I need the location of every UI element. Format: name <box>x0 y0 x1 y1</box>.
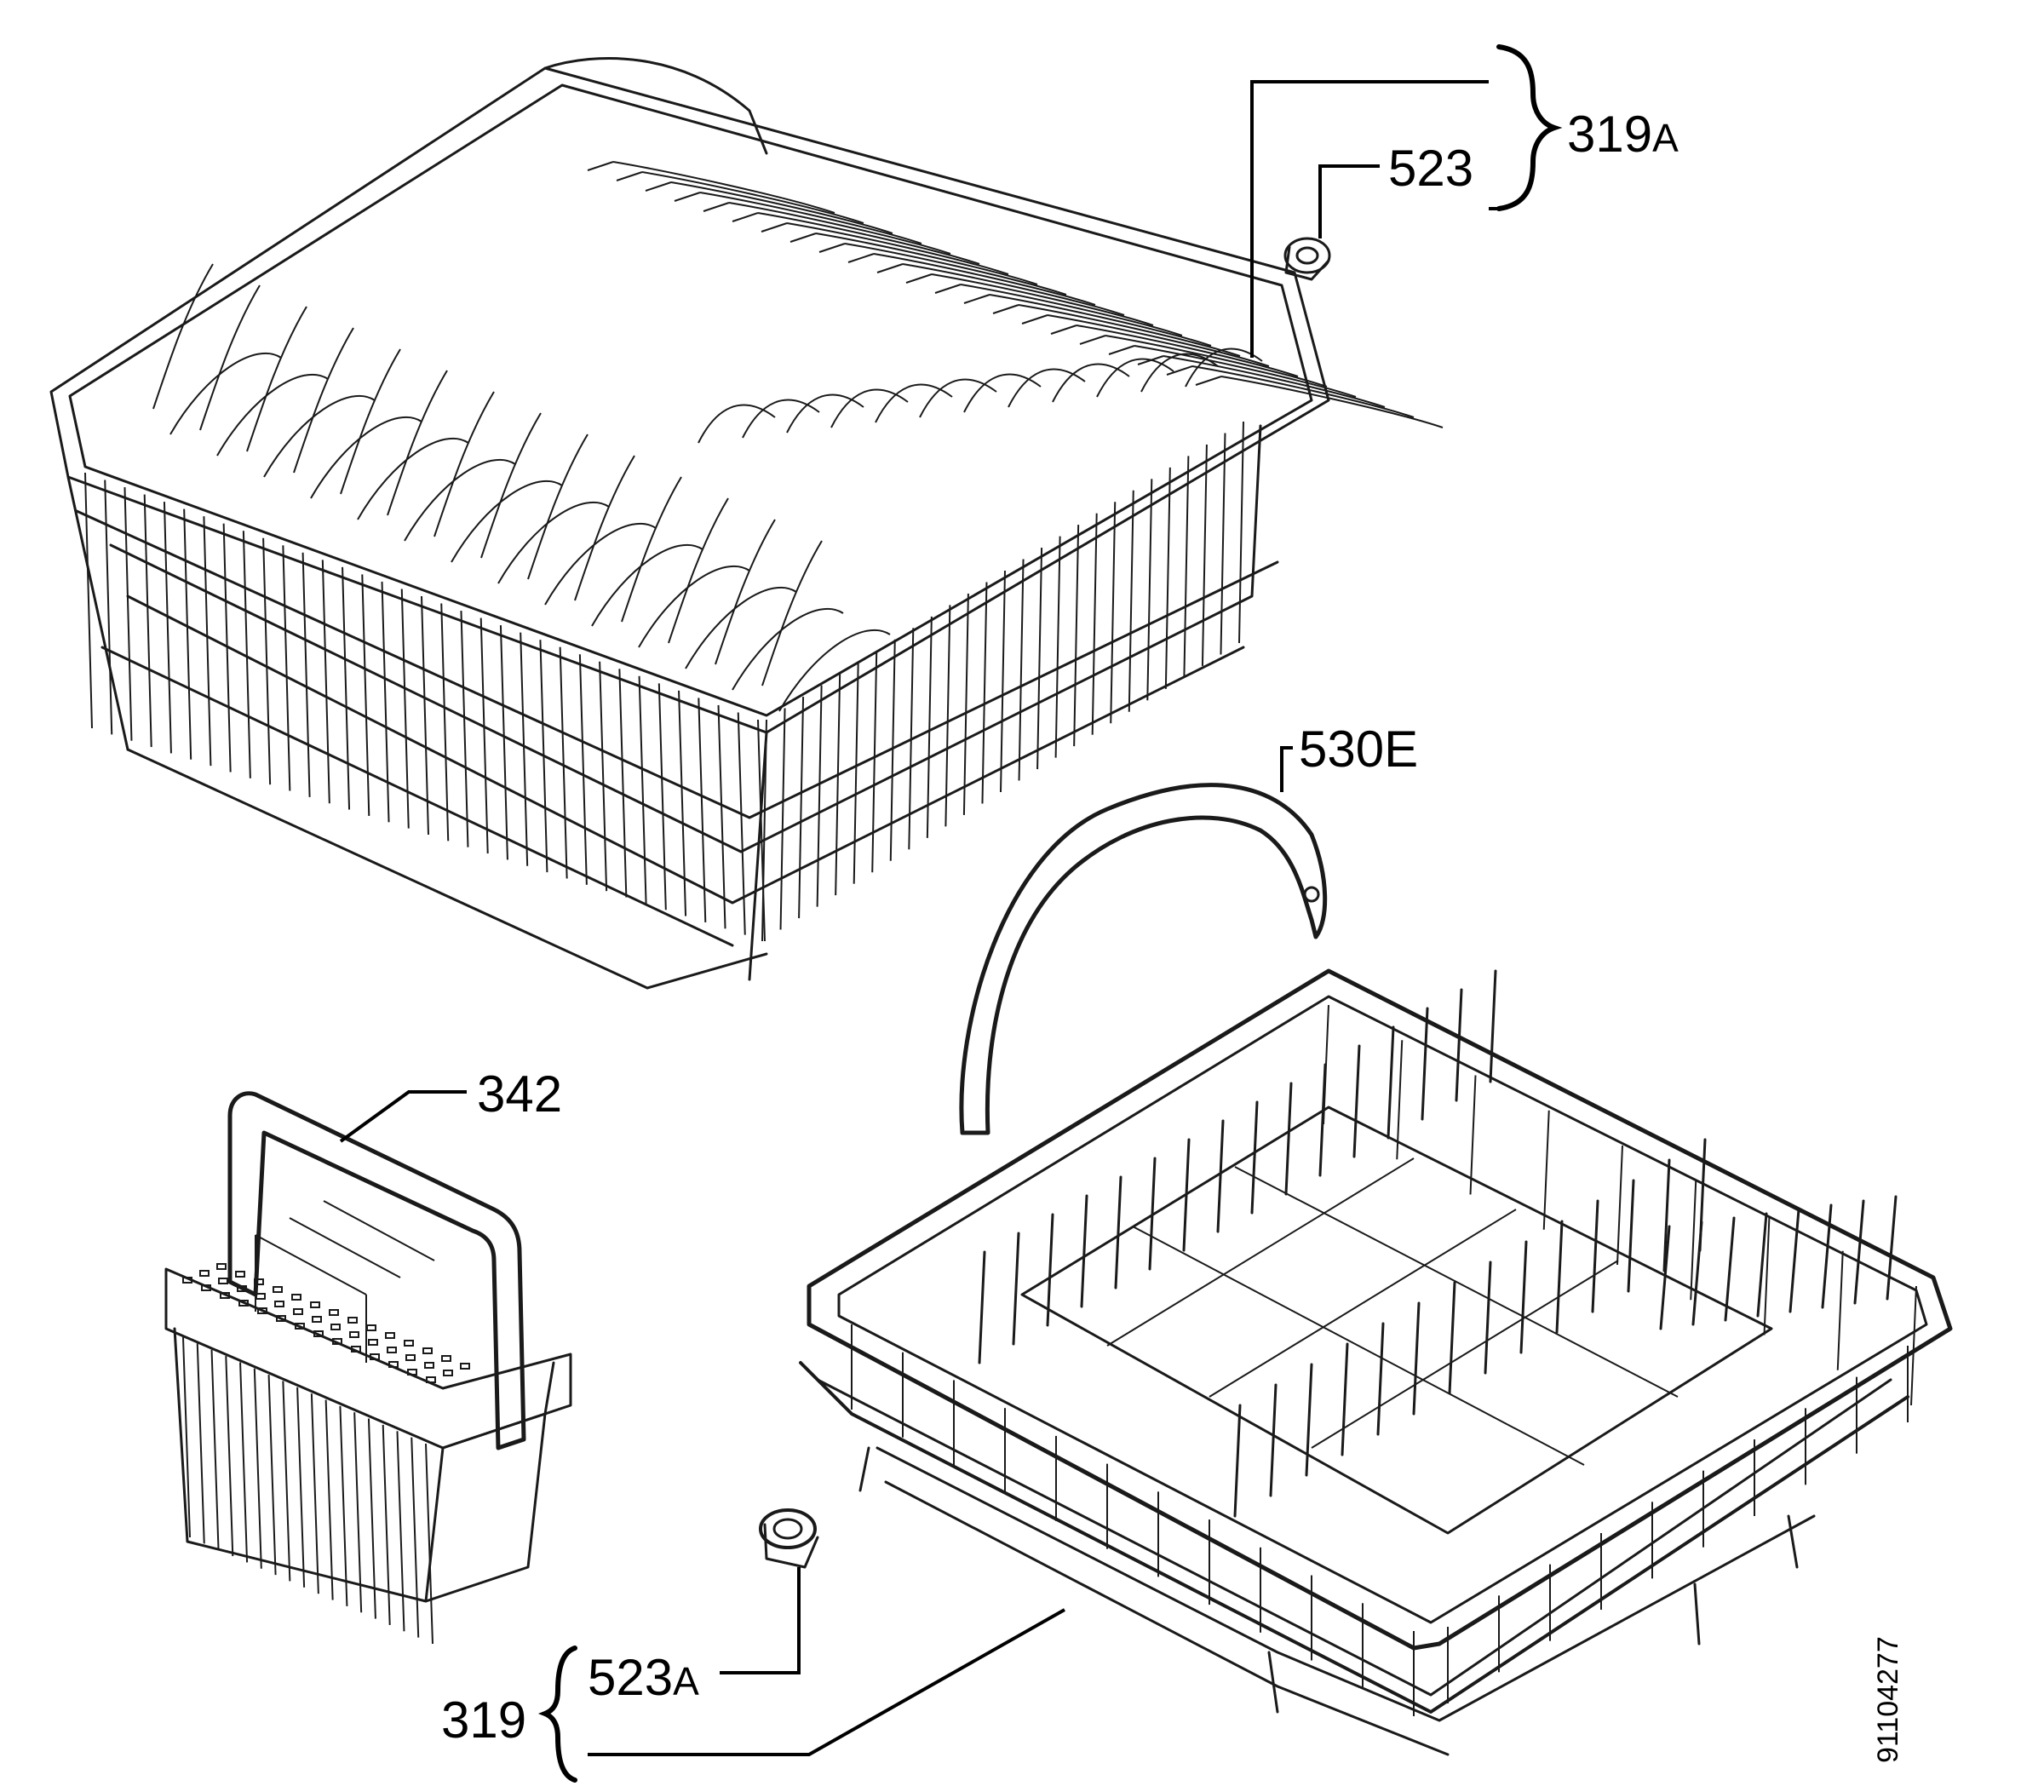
label-342: 342 <box>477 1065 562 1123</box>
label-523a: 523A <box>588 1649 699 1706</box>
lower-basket-rim-posts <box>851 1004 1917 1716</box>
lower-basket <box>799 968 1953 1756</box>
label-530e: 530E <box>1299 721 1418 778</box>
cutlery-basket-mesh <box>182 1200 470 1645</box>
basket-handle <box>959 783 1328 1135</box>
upper-basket-wheel <box>1283 237 1331 281</box>
document-id: 91104277 <box>1872 1636 1904 1763</box>
upper-basket-vertical-wires <box>84 421 1244 942</box>
lower-basket-wheel <box>759 1508 819 1569</box>
label-523: 523 <box>1388 140 1473 197</box>
lower-basket-plate-tines <box>978 969 1898 1518</box>
label-319a: 319A <box>1567 106 1679 163</box>
leader-lines <box>339 44 1563 1783</box>
upper-basket <box>49 56 1444 990</box>
cutlery-basket <box>164 1091 572 1645</box>
label-319: 319 <box>441 1691 526 1749</box>
upper-basket-tines <box>152 161 1444 712</box>
